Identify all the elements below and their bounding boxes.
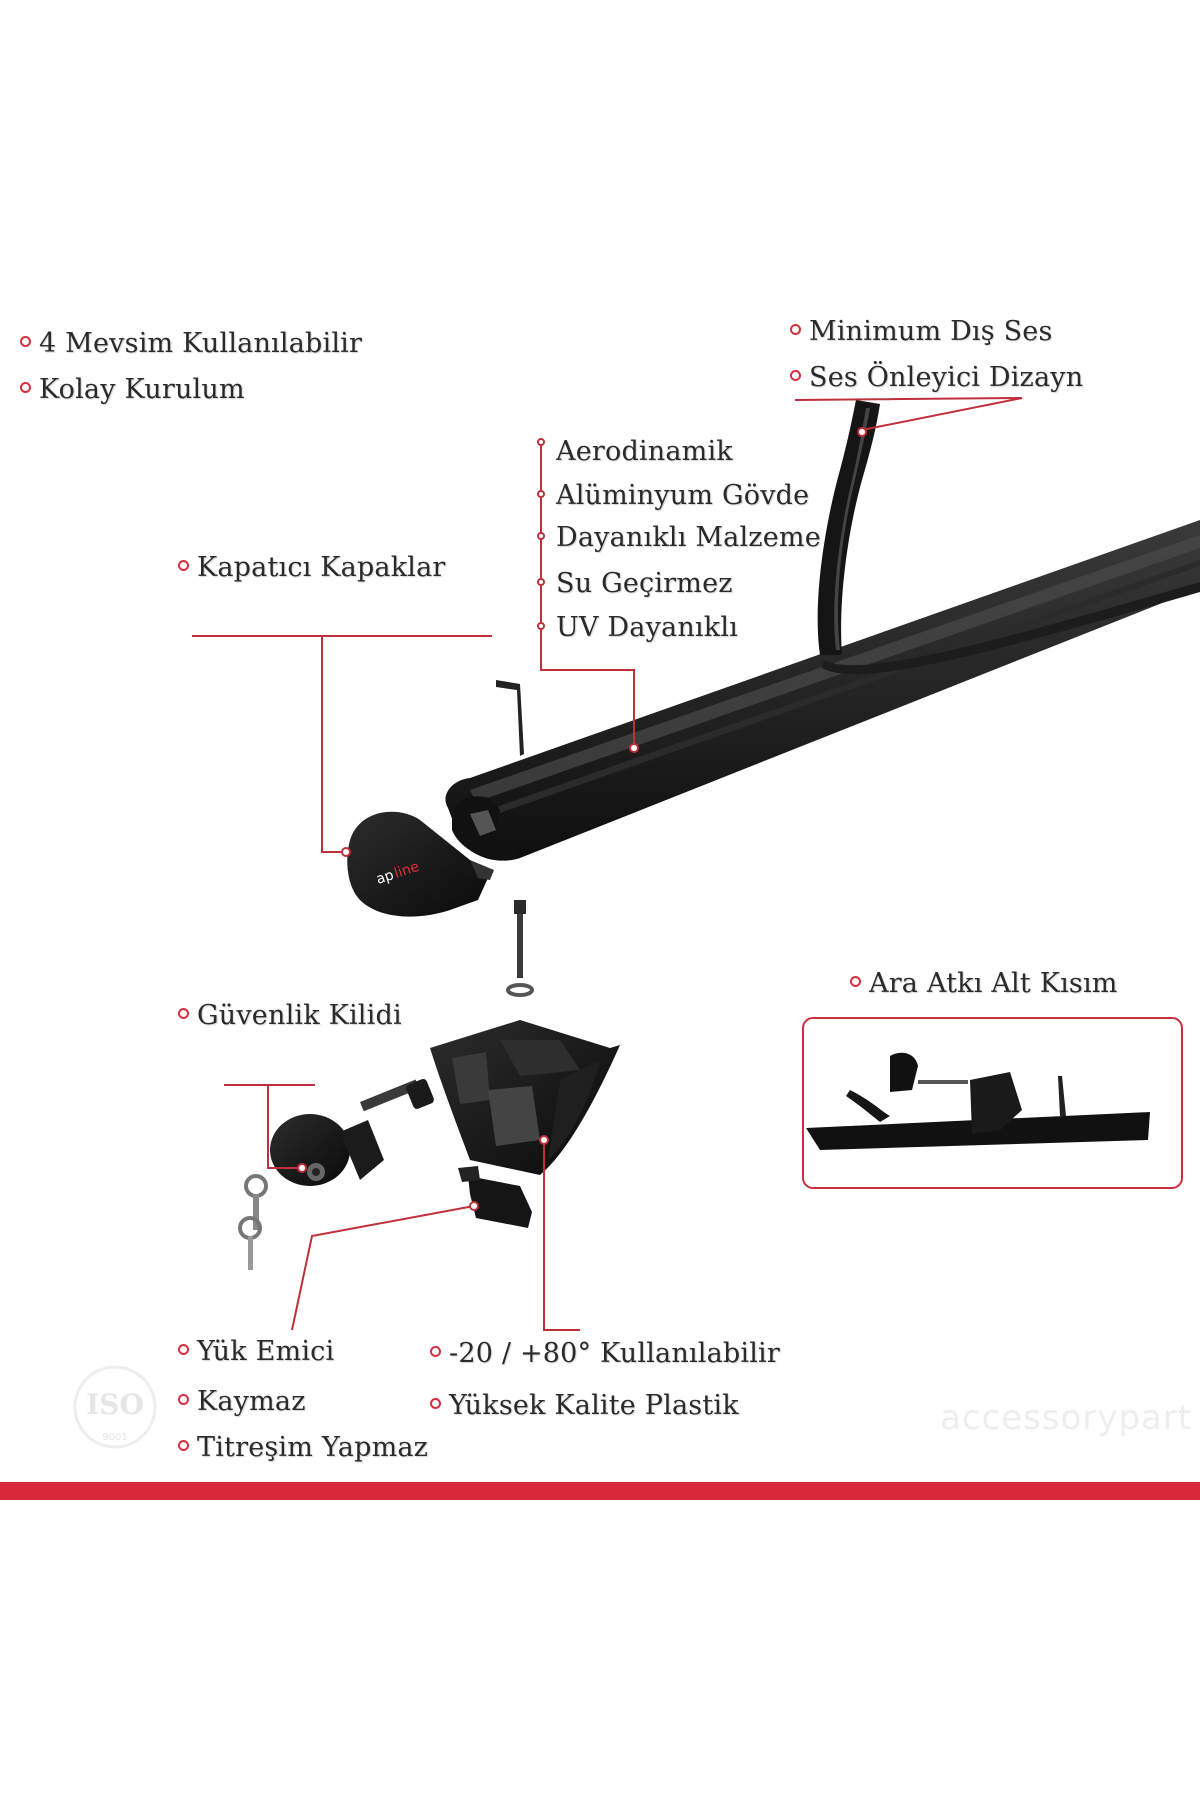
feature-durable-material: Dayanıklı Malzeme xyxy=(556,522,821,553)
svg-text:ISO: ISO xyxy=(86,1388,144,1421)
feature-four-seasons: 4 Mevsim Kullanılabilir xyxy=(20,330,362,357)
security-lock xyxy=(270,1078,434,1186)
keys xyxy=(238,1174,268,1270)
feature-no-vibration: Titreşim Yapmaz xyxy=(178,1434,428,1461)
rubber-pad xyxy=(458,1166,532,1228)
feature-noise-design: Ses Önleyici Dizayn xyxy=(790,364,1083,391)
bolt xyxy=(506,900,534,997)
rubber-seal xyxy=(817,400,1200,675)
svg-text:line: line xyxy=(392,859,421,882)
svg-text:9001: 9001 xyxy=(102,1432,127,1443)
end-cap: ap line xyxy=(347,811,494,917)
callout-lines xyxy=(192,397,1023,1331)
iso-badge: ISO 9001 xyxy=(70,1362,160,1456)
bottom-red-band xyxy=(0,1482,1200,1500)
mounting-foot xyxy=(430,1020,620,1175)
feature-non-slip: Kaymaz xyxy=(178,1388,306,1415)
bottom-part-label: Ara Atkı Alt Kısım xyxy=(850,970,1118,997)
feature-shock-absorbing: Yük Emici xyxy=(178,1338,334,1365)
feature-aluminum-body: Alüminyum Gövde xyxy=(556,480,810,511)
svg-text:ap: ap xyxy=(374,867,396,888)
feature-high-quality-plastic: Yüksek Kalite Plastik xyxy=(430,1392,739,1419)
feature-aerodynamic: Aerodinamik xyxy=(556,436,733,467)
security-lock-label: Güvenlik Kilidi xyxy=(178,1002,402,1029)
watermark: accessorypart xyxy=(940,1398,1193,1438)
feature-temperature-range: -20 / +80° Kullanılabilir xyxy=(430,1340,780,1367)
feature-minimum-noise: Minimum Dış Ses xyxy=(790,318,1053,345)
feature-waterproof: Su Geçirmez xyxy=(556,568,733,599)
feature-uv-resistant: UV Dayanıklı xyxy=(556,612,738,643)
feature-easy-install: Kolay Kurulum xyxy=(20,376,245,403)
caps-label: Kapatıcı Kapaklar xyxy=(178,554,446,581)
inset-bottom-part xyxy=(802,1017,1183,1189)
callout-dots xyxy=(297,427,867,1211)
allen-key xyxy=(496,680,524,756)
